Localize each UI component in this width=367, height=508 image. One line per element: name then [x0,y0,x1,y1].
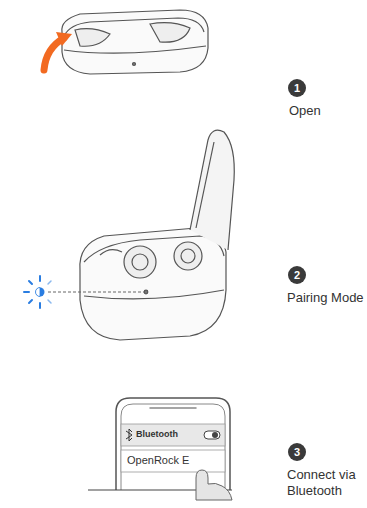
callout-number: 1 [294,83,300,94]
led-blink [24,276,51,308]
finger [196,470,232,500]
step-label: Connect via Bluetooth [287,467,363,498]
leader-line [48,292,144,293]
callout-number: 2 [294,270,300,281]
step-number: 3 [288,443,306,461]
callout-number: 3 [294,447,300,458]
step-label: Open [289,103,321,119]
settings-heading: Bluetooth [136,429,178,440]
case-open [80,130,234,340]
step-label: Pairing Mode [287,290,364,306]
step-number: 2 [288,266,306,284]
arrow-head [56,32,72,46]
step-number: 1 [288,79,306,97]
case-closed [62,10,208,74]
device-name: OpenRock E [127,454,189,467]
phone [116,398,230,490]
